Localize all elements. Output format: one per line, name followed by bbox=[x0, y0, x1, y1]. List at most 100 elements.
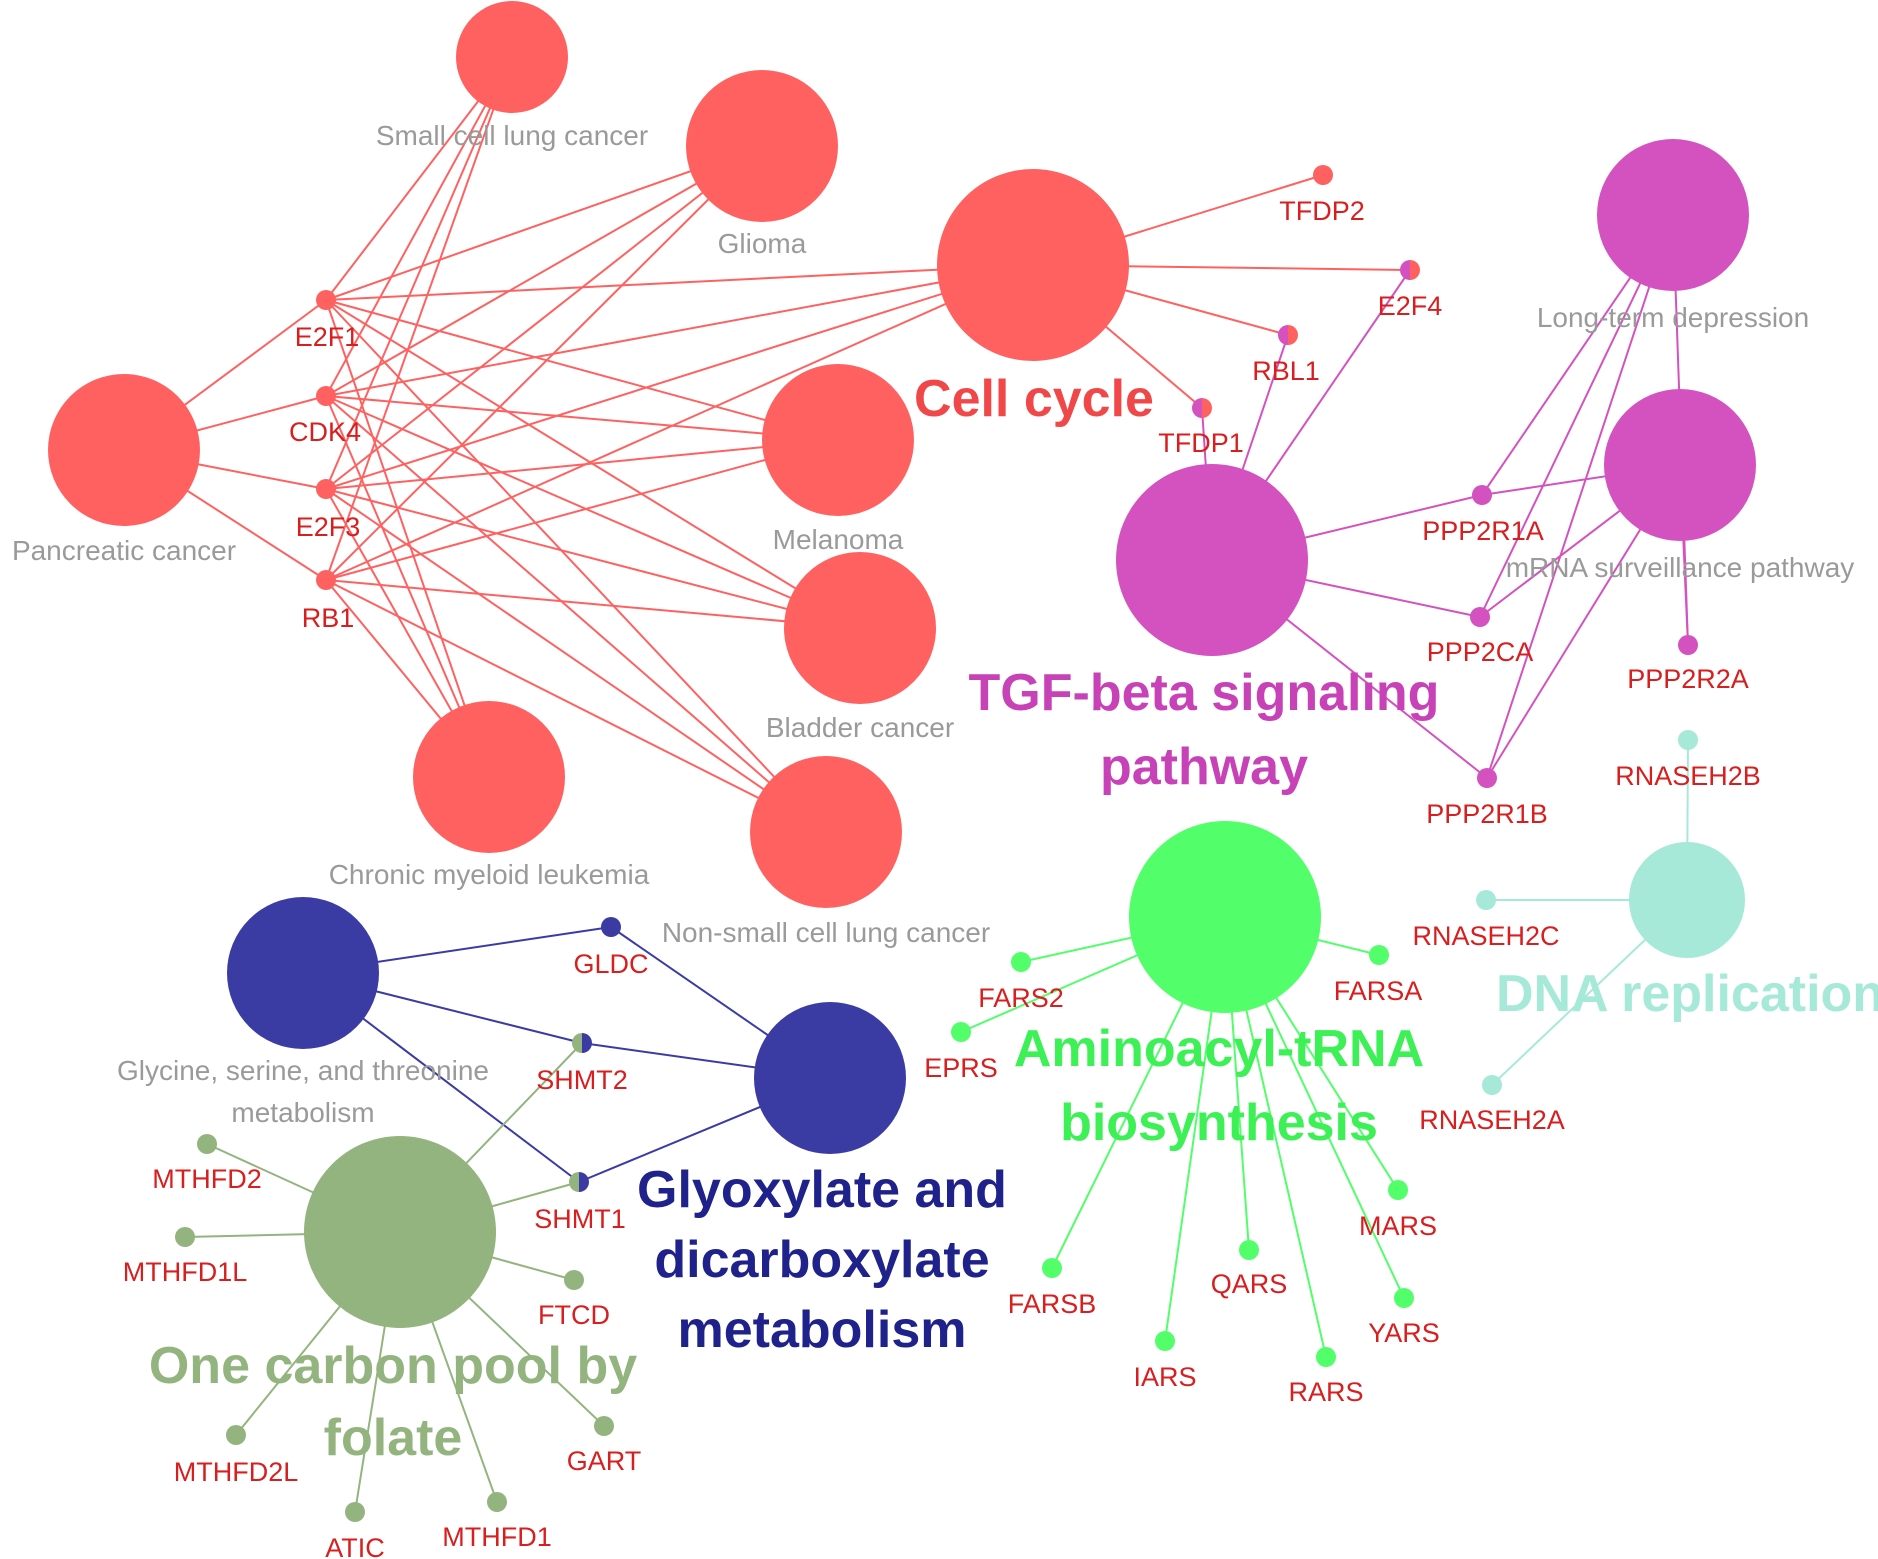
gene-node-ppp2r2a[interactable] bbox=[1678, 635, 1698, 655]
gene-node-e2f4[interactable] bbox=[1400, 260, 1420, 280]
term-node-mrna-surveillance-pathway[interactable] bbox=[1604, 389, 1756, 541]
edge-long-term-depression-PPP2R1B bbox=[1486, 214, 1674, 779]
gene-node-farsa[interactable] bbox=[1369, 945, 1389, 965]
gene-node-shmt1[interactable] bbox=[569, 1172, 589, 1192]
gene-node-fill bbox=[564, 1270, 584, 1290]
gene-node-atic[interactable] bbox=[345, 1502, 365, 1522]
edge-small-cell-lung-cancer-E2F3 bbox=[325, 56, 513, 490]
gene-node-fill bbox=[316, 570, 336, 590]
term-node-small-cell-lung-cancer[interactable] bbox=[456, 1, 568, 113]
gene-node-qars[interactable] bbox=[1239, 1240, 1259, 1260]
gene-node-e2f1[interactable] bbox=[316, 290, 336, 310]
gene-label-ppp2ca: PPP2CA bbox=[1427, 637, 1534, 667]
gene-node-mthfd1l[interactable] bbox=[175, 1227, 195, 1247]
term-node-bladder-cancer[interactable] bbox=[784, 552, 936, 704]
term-node-melanoma[interactable] bbox=[762, 364, 914, 516]
term-node-chronic-myeloid-leukemia[interactable] bbox=[413, 701, 565, 853]
gene-label-yars: YARS bbox=[1368, 1318, 1440, 1348]
gene-label-ppp2r1a: PPP2R1A bbox=[1422, 516, 1544, 546]
gene-node-rb1[interactable] bbox=[316, 570, 336, 590]
term-node-long-term-depression[interactable] bbox=[1597, 139, 1749, 291]
gene-node-shmt2[interactable] bbox=[572, 1033, 592, 1053]
gene-label-gldc: GLDC bbox=[573, 949, 648, 979]
gene-node-tfdp2[interactable] bbox=[1313, 165, 1333, 185]
gene-node-tfdp1[interactable] bbox=[1192, 398, 1212, 418]
gene-label-ppp2r1b: PPP2R1B bbox=[1426, 799, 1548, 829]
gene-node-fill bbox=[487, 1492, 507, 1512]
gene-node-cdk4[interactable] bbox=[316, 386, 336, 406]
gene-node-mthfd1[interactable] bbox=[487, 1492, 507, 1512]
gene-label-mthfd1: MTHFD1 bbox=[442, 1522, 552, 1552]
gene-node-fill bbox=[601, 917, 621, 937]
term-label-pancreatic-cancer: Pancreatic cancer bbox=[12, 535, 236, 566]
gene-node-iars[interactable] bbox=[1155, 1331, 1175, 1351]
gene-node-left-half bbox=[1192, 398, 1202, 418]
gene-node-eprs[interactable] bbox=[951, 1022, 971, 1042]
gene-node-ppp2ca[interactable] bbox=[1470, 607, 1490, 627]
group-label-glyoxylate: metabolism bbox=[678, 1301, 967, 1359]
group-label-aminoacyl: biosynthesis bbox=[1060, 1094, 1378, 1152]
term-node-glycine-serine-threonine[interactable] bbox=[227, 897, 379, 1049]
gene-node-fars2[interactable] bbox=[1011, 952, 1031, 972]
gene-node-gart[interactable] bbox=[594, 1416, 614, 1436]
edge-cell-cycle-hub-E2F1 bbox=[325, 264, 1034, 301]
edge-cell-cycle-hub-CDK4 bbox=[325, 264, 1034, 397]
gene-node-yars[interactable] bbox=[1394, 1288, 1414, 1308]
gene-label-farsb: FARSB bbox=[1008, 1289, 1097, 1319]
gene-node-rnaseh2c[interactable] bbox=[1476, 890, 1496, 910]
term-node-tgf-beta-hub[interactable] bbox=[1116, 464, 1308, 656]
term-node-aminoacyl-hub[interactable] bbox=[1129, 821, 1321, 1013]
gene-node-e2f3[interactable] bbox=[316, 479, 336, 499]
gene-node-mthfd2l[interactable] bbox=[226, 1425, 246, 1445]
gene-label-tfdp1: TFDP1 bbox=[1158, 428, 1244, 458]
group-label-tgf-beta: pathway bbox=[1100, 738, 1308, 796]
gene-node-farsb[interactable] bbox=[1042, 1258, 1062, 1278]
term-node-dna-replication-hub[interactable] bbox=[1629, 842, 1745, 958]
gene-node-rnaseh2b[interactable] bbox=[1678, 730, 1698, 750]
term-label-glycine-serine-threonine: metabolism bbox=[231, 1097, 374, 1128]
edge-glioma-RB1 bbox=[325, 145, 763, 581]
gene-node-fill bbox=[951, 1022, 971, 1042]
gene-label-rnaseh2b: RNASEH2B bbox=[1615, 761, 1761, 791]
gene-node-gldc[interactable] bbox=[601, 917, 621, 937]
edge-small-cell-lung-cancer-RB1 bbox=[325, 56, 513, 581]
gene-node-fill bbox=[594, 1416, 614, 1436]
term-label-chronic-myeloid-leukemia: Chronic myeloid leukemia bbox=[329, 859, 650, 890]
term-node-glioma[interactable] bbox=[686, 70, 838, 222]
gene-label-rbl1: RBL1 bbox=[1252, 356, 1320, 386]
edge-non-small-cell-lung-cancer-E2F3 bbox=[325, 488, 827, 833]
nodes-layer bbox=[48, 1, 1756, 1522]
gene-node-ppp2r1a[interactable] bbox=[1472, 485, 1492, 505]
term-node-non-small-cell-lung-cancer[interactable] bbox=[750, 756, 902, 908]
gene-node-rars[interactable] bbox=[1316, 1347, 1336, 1367]
term-label-melanoma: Melanoma bbox=[773, 524, 904, 555]
gene-label-ppp2r2a: PPP2R2A bbox=[1627, 664, 1749, 694]
gene-node-rnaseh2a[interactable] bbox=[1482, 1075, 1502, 1095]
gene-node-fill bbox=[1394, 1288, 1414, 1308]
term-node-cell-cycle-hub[interactable] bbox=[937, 169, 1129, 361]
gene-label-mars: MARS bbox=[1359, 1211, 1437, 1241]
gene-node-fill bbox=[1476, 890, 1496, 910]
group-label-glyoxylate: Glyoxylate and bbox=[637, 1161, 1007, 1219]
gene-node-left-half bbox=[569, 1172, 579, 1192]
gene-node-mars[interactable] bbox=[1388, 1180, 1408, 1200]
gene-node-fill bbox=[1239, 1240, 1259, 1260]
group-label-aminoacyl: Aminoacyl-tRNA bbox=[1014, 1020, 1424, 1078]
term-node-one-carbon-hub[interactable] bbox=[304, 1136, 496, 1328]
gene-node-mthfd2[interactable] bbox=[197, 1134, 217, 1154]
gene-node-ftcd[interactable] bbox=[564, 1270, 584, 1290]
gene-label-mthfd2: MTHFD2 bbox=[152, 1164, 262, 1194]
gene-node-left-half bbox=[1278, 325, 1288, 345]
gene-node-ppp2r1b[interactable] bbox=[1477, 768, 1497, 788]
gene-label-shmt2: SHMT2 bbox=[536, 1065, 628, 1095]
group-label-dna-replication: DNA replication bbox=[1496, 965, 1878, 1023]
gene-node-fill bbox=[1388, 1180, 1408, 1200]
gene-node-rbl1[interactable] bbox=[1278, 325, 1298, 345]
gene-label-rb1: RB1 bbox=[302, 603, 355, 633]
gene-node-left-half bbox=[572, 1033, 582, 1053]
group-label-tgf-beta: TGF-beta signaling bbox=[969, 664, 1440, 722]
term-node-glyoxylate-hub[interactable] bbox=[754, 1002, 906, 1154]
group-label-one-carbon: One carbon pool by bbox=[149, 1337, 637, 1395]
term-node-pancreatic-cancer[interactable] bbox=[48, 374, 200, 526]
